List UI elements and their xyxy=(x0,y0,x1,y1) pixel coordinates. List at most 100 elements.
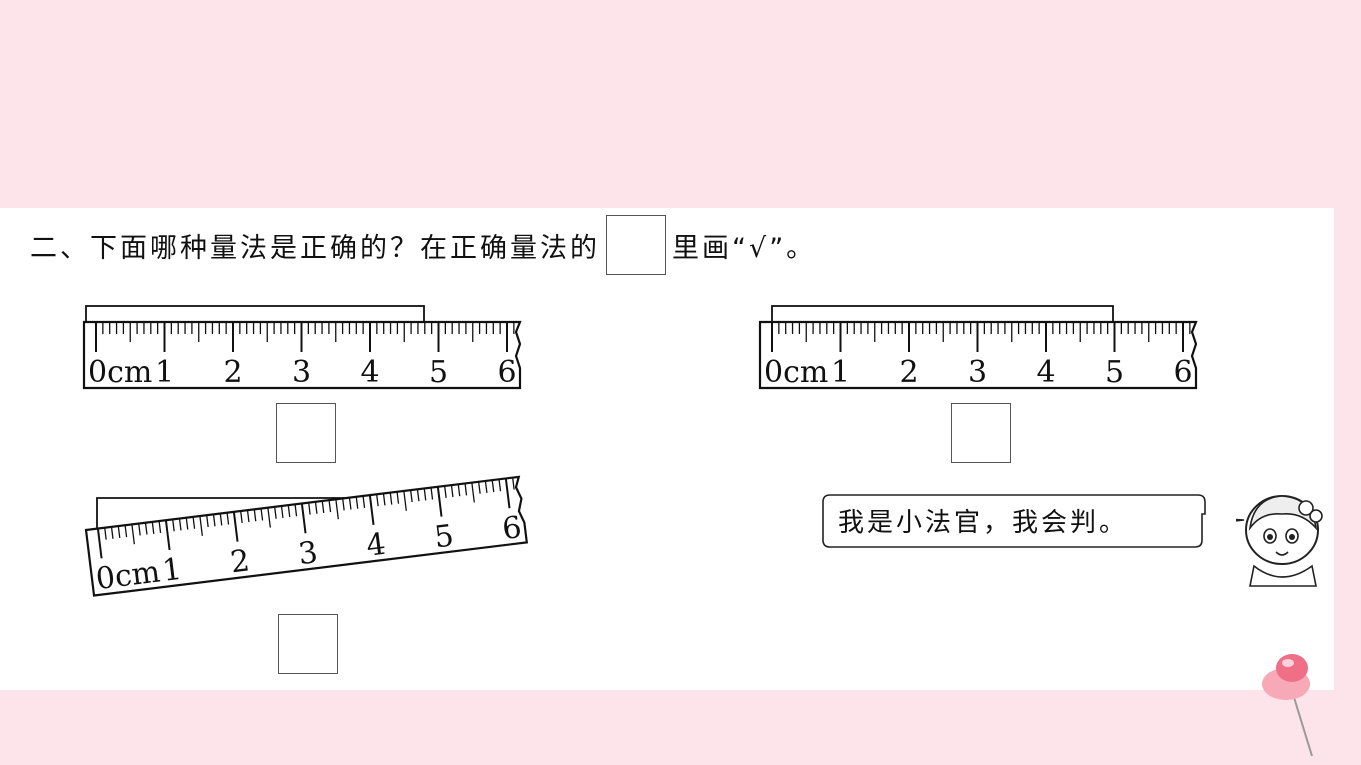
ruler-tick xyxy=(444,485,447,498)
question-text: 二、下面哪种量法是正确的？在正确量法的 里画“√”。 xyxy=(30,215,817,275)
ruler-tick xyxy=(280,505,284,518)
ruler-label: 4 xyxy=(360,355,379,390)
ruler-tick xyxy=(478,481,481,494)
ruler-tick xyxy=(491,480,495,493)
ruler-tick xyxy=(498,479,502,492)
ruler-tick xyxy=(294,504,298,517)
ruler-tick xyxy=(355,496,359,509)
ruler-label: 5 xyxy=(429,355,448,390)
ruler-tick xyxy=(138,523,141,536)
speech-bubble xyxy=(822,494,1206,548)
ruler-tick xyxy=(253,509,257,522)
ruler-tick xyxy=(457,484,461,497)
speech-bubble-text: 我是小法官，我会判。 xyxy=(838,508,1129,538)
ruler-tick xyxy=(151,521,155,534)
ruler-tick xyxy=(172,519,175,532)
ruler-tick xyxy=(389,492,393,505)
ruler-tick xyxy=(192,516,196,529)
ruler-label: 4 xyxy=(1036,355,1055,390)
ruler-tick xyxy=(178,518,182,531)
ruler-label: 5 xyxy=(1105,355,1124,390)
ruler-tick xyxy=(117,525,121,539)
ruler-label: 1 xyxy=(155,355,174,390)
ruler-label: 2 xyxy=(223,355,242,390)
ruler-tick xyxy=(144,522,148,535)
ruler-tick xyxy=(104,527,107,540)
ruler-tick xyxy=(240,510,243,523)
ruler-tick xyxy=(321,500,325,513)
ruler-body xyxy=(758,320,1198,390)
ruler-label: 0cm xyxy=(94,554,162,597)
ruler-tick xyxy=(158,520,162,534)
ruler-tick xyxy=(131,524,135,545)
ruler-ticks-c xyxy=(84,475,529,597)
ruler-tick xyxy=(206,515,209,528)
ruler-tick xyxy=(328,500,332,513)
ruler-tick xyxy=(274,506,277,519)
ruler-tick xyxy=(226,512,230,525)
ruler-tick xyxy=(110,526,114,539)
ruler-tick xyxy=(423,488,427,501)
ruler-label: 1 xyxy=(160,552,183,589)
ruler-tick xyxy=(164,520,171,551)
ruler-tick xyxy=(471,482,475,503)
ruler-tick xyxy=(436,486,443,517)
answer-box-b[interactable] xyxy=(951,403,1011,463)
ruler-tick xyxy=(232,511,239,542)
ruler-tick xyxy=(308,502,311,515)
ruler-tick xyxy=(96,528,103,559)
answer-box-c[interactable] xyxy=(278,614,338,674)
ruler-tick xyxy=(342,498,345,511)
ruler-tick xyxy=(212,514,216,527)
ruler-label: 0cm xyxy=(764,355,828,390)
ruler-ticks-b xyxy=(758,320,1198,390)
ruler-label: 3 xyxy=(968,355,987,390)
ruler-tick xyxy=(368,495,375,526)
ruler-tick xyxy=(362,495,366,508)
ruler-tick xyxy=(260,508,264,521)
ruler-label: 4 xyxy=(364,527,387,564)
ruler-label: 2 xyxy=(899,355,918,390)
ruler-label: 5 xyxy=(432,518,455,555)
ruler-tick xyxy=(396,491,400,504)
ruler-tick xyxy=(504,478,511,509)
ruler-tick xyxy=(335,499,339,520)
ruler-tick xyxy=(450,485,454,498)
ruler-tick xyxy=(300,503,307,534)
ruler-tick xyxy=(246,510,250,523)
ruler-tick xyxy=(376,494,379,507)
answer-box-a[interactable] xyxy=(276,403,336,463)
ruler-tick xyxy=(382,493,386,506)
ruler-tick xyxy=(348,497,352,510)
ruler-label: 6 xyxy=(500,510,523,547)
ruler-tick xyxy=(464,483,468,496)
question-prefix: 二、下面哪种量法是正确的？在正确量法的 xyxy=(30,232,600,264)
ruler-tick xyxy=(287,505,291,518)
question-suffix: 里画“√”。 xyxy=(672,232,817,264)
ruler-label: 3 xyxy=(296,535,319,572)
example-answer-box xyxy=(606,215,666,275)
ruler-label: 0cm xyxy=(88,355,152,390)
ruler-tick xyxy=(267,507,271,528)
question-card xyxy=(0,208,1334,690)
ruler-tick xyxy=(199,515,203,536)
ruler-tick xyxy=(185,517,189,530)
ruler-tick xyxy=(484,480,488,493)
ruler-label: 1 xyxy=(831,355,850,390)
ruler-tick xyxy=(430,487,434,500)
ruler-label: 6 xyxy=(497,355,516,390)
ruler-body xyxy=(82,320,522,390)
ruler-label: 3 xyxy=(292,355,311,390)
ruler-tick xyxy=(314,501,318,514)
ruler-body xyxy=(84,475,529,597)
ruler-label: 6 xyxy=(1173,355,1192,390)
girl-cartoon-icon xyxy=(1236,495,1323,587)
ruler-tick xyxy=(512,477,515,490)
ruler-tick xyxy=(410,490,413,503)
ruler-tick xyxy=(219,513,223,526)
